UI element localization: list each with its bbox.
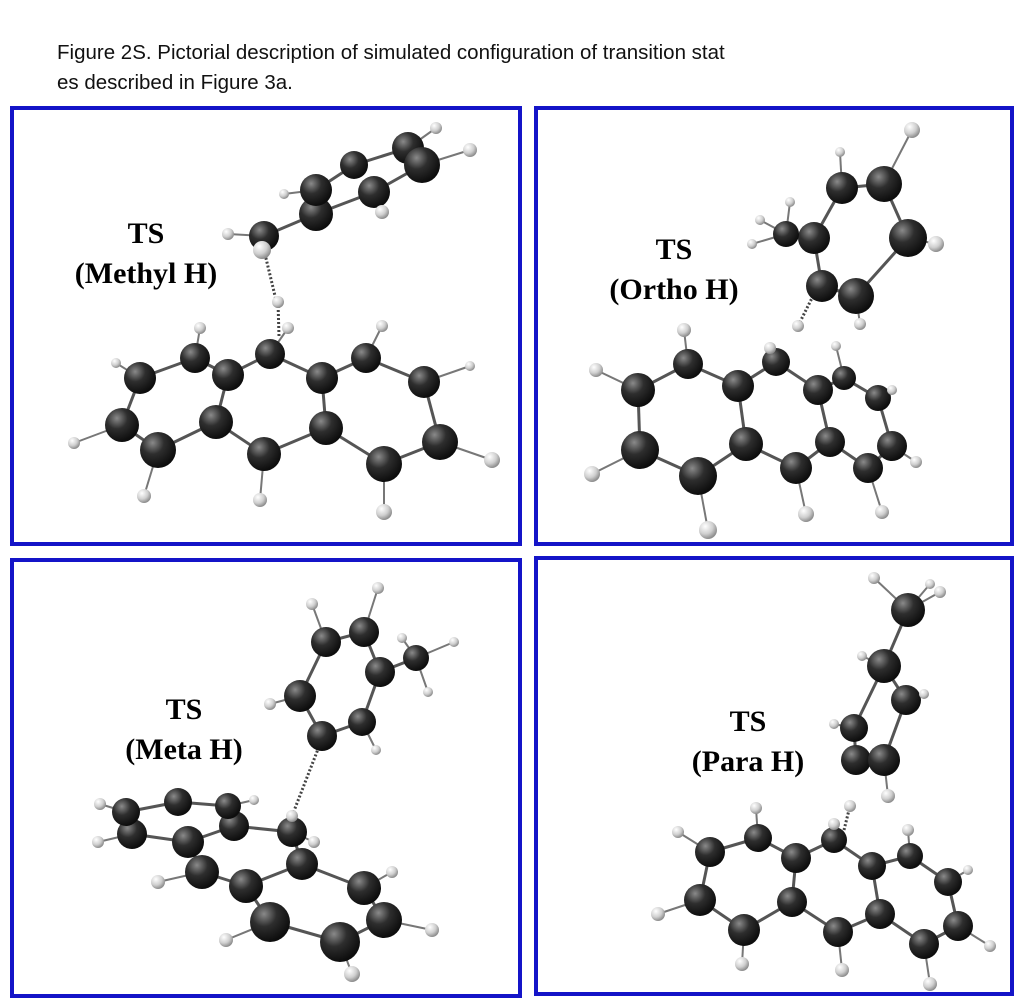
ts-label-meta-h: TS (Meta H) (84, 690, 284, 770)
caption-line-1: Figure 2S. Pictorial description of simu… (57, 41, 725, 64)
caption-line-2: es described in Figure 3a. (57, 71, 293, 94)
ts-subtitle: (Para H) (691, 745, 805, 778)
ts-title: TS (655, 233, 693, 266)
molecule-para-h (651, 572, 996, 991)
ts-subtitle: (Meta H) (125, 733, 243, 766)
ts-title: TS (729, 705, 767, 738)
ts-title: TS (165, 693, 203, 726)
ts-subtitle: (Ortho H) (609, 273, 739, 306)
panel-para-h: TS (Para H) (534, 556, 1014, 996)
panel-methyl-h: TS (Methyl H) (10, 106, 522, 546)
molecule-ortho-h (584, 122, 944, 539)
molecule-methyl-h (68, 122, 500, 520)
ts-label-ortho-h: TS (Ortho H) (574, 230, 774, 310)
molecule-meta-h (92, 582, 459, 982)
ts-subtitle: (Methyl H) (74, 257, 218, 290)
ts-title: TS (127, 217, 165, 250)
figure-caption: Figure 2S. Pictorial description of simu… (57, 38, 957, 98)
panel-meta-h: TS (Meta H) (10, 558, 522, 998)
ts-label-methyl-h: TS (Methyl H) (46, 214, 246, 294)
panel-ortho-h: TS (Ortho H) (534, 106, 1014, 546)
ts-label-para-h: TS (Para H) (648, 702, 848, 782)
